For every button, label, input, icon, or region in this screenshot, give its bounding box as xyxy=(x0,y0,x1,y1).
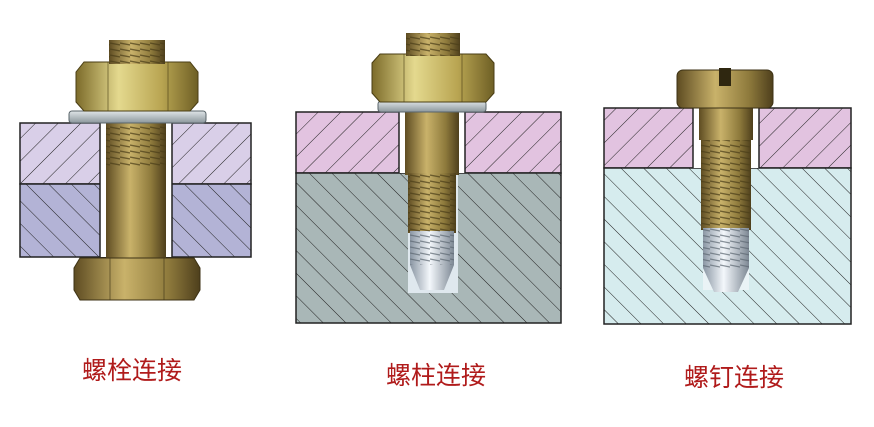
bolt-head xyxy=(73,257,201,301)
stud-connection xyxy=(295,33,562,324)
bolt-connection xyxy=(19,40,252,301)
washer xyxy=(377,100,487,113)
caption-screw-connection: 螺钉连接 xyxy=(683,363,784,392)
nut xyxy=(75,61,199,112)
caption-stud-connection: 螺柱连接 xyxy=(385,361,486,390)
caption-bolt-connection: 螺栓连接 xyxy=(81,356,182,385)
nut xyxy=(371,53,495,103)
stud-shank xyxy=(405,110,459,175)
screw-connection xyxy=(603,68,852,325)
screw-shank xyxy=(699,105,753,140)
screw-slot xyxy=(719,68,731,86)
washer xyxy=(68,110,207,124)
